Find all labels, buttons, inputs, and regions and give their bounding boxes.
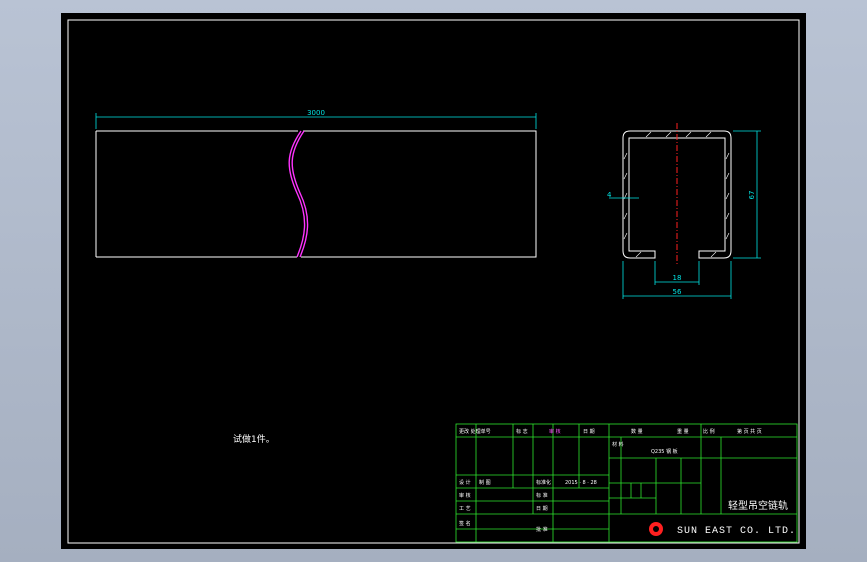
fabrication-note: 试做1件。 xyxy=(233,433,275,445)
tb-row-check: 审 核 xyxy=(459,492,471,499)
section-view: 4 18 56 67 xyxy=(607,123,761,299)
tb-row-sign: 签 名 xyxy=(459,520,471,527)
company-name: SUN EAST CO. LTD. xyxy=(677,526,796,537)
tb-row-approve: 批 准 xyxy=(536,526,548,533)
tb-header-weight: 重 量 xyxy=(677,428,689,435)
break-line xyxy=(288,130,306,258)
slot-width-dimension: 18 xyxy=(673,274,682,282)
tb-row-date-range: 2015 · 8 · 28 xyxy=(565,480,597,486)
tb-header-scale: 比 例 xyxy=(703,428,715,435)
side-view: 3000 xyxy=(95,109,537,258)
tb-material-label: 材 料 xyxy=(612,441,624,448)
tb-row-drawing: 制 图 xyxy=(479,479,491,486)
title-block: 更改 处理单号 标 志 审 核 日 期 数 量 重 量 比 例 第 页 共 页 … xyxy=(455,423,798,543)
company-logo-icon xyxy=(649,522,663,536)
tb-header-date: 日 期 xyxy=(583,429,595,435)
cad-drawing: 3000 4 18 56 67 xyxy=(67,19,800,544)
tb-row-date: 日 期 xyxy=(536,506,548,512)
overall-height-dimension: 67 xyxy=(748,191,756,200)
tb-row-design: 设 计 xyxy=(459,479,471,486)
length-dimension: 3000 xyxy=(307,109,325,117)
tb-header-qty: 数 量 xyxy=(631,428,643,435)
channel-profile xyxy=(622,130,732,259)
tb-header-check: 审 核 xyxy=(549,428,561,435)
tb-row-std-check: 标准化 xyxy=(536,479,551,486)
drawing-border xyxy=(67,19,800,544)
wall-thickness-dimension: 4 xyxy=(607,191,612,199)
rail-outline xyxy=(96,130,537,258)
tb-row-process: 工 艺 xyxy=(459,506,471,512)
tb-row-standard: 标 准 xyxy=(536,492,548,499)
tb-material-value: Q235 钢 板 xyxy=(651,448,678,455)
overall-width-dimension: 56 xyxy=(673,288,682,296)
tb-header-change: 更改 处理单号 xyxy=(459,428,491,435)
tb-header-sheet: 第 页 共 页 xyxy=(737,428,762,435)
drawing-canvas: 3000 4 18 56 67 xyxy=(61,13,806,549)
break-line-2 xyxy=(291,130,309,258)
tb-header-mark: 标 志 xyxy=(516,428,528,435)
part-name: 轻型吊空链轨 xyxy=(728,499,788,512)
